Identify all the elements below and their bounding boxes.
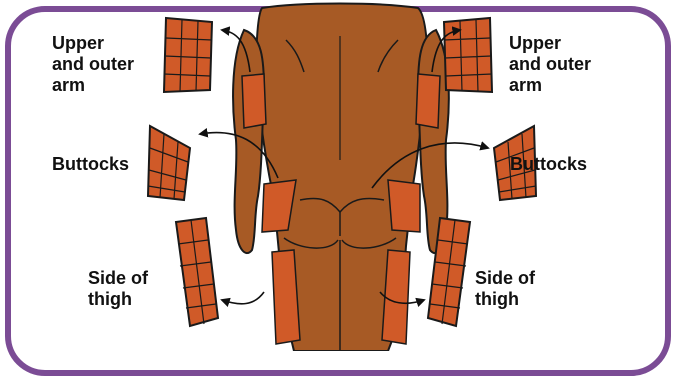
label-line: Side of (88, 268, 188, 289)
label-line: arm (509, 75, 629, 96)
label-buttocks-right: Buttocks (510, 154, 587, 175)
right-upper-arm-site (416, 74, 440, 128)
body-silhouette (233, 4, 449, 352)
injection-sites-diagram: Upper and outer arm Upper and outer arm … (0, 0, 684, 351)
label-buttocks-left: Buttocks (52, 154, 129, 175)
label-line: thigh (88, 289, 188, 310)
label-line: Upper (52, 33, 172, 54)
label-line: Upper (509, 33, 629, 54)
label-line: and outer (509, 54, 629, 75)
label-line: Side of (475, 268, 575, 289)
label-upper-arm-right: Upper and outer arm (509, 33, 629, 96)
label-thigh-left: Side of thigh (88, 268, 188, 310)
label-thigh-right: Side of thigh (475, 268, 575, 310)
label-line: arm (52, 75, 172, 96)
label-upper-arm-left: Upper and outer arm (52, 33, 172, 96)
patch-buttocks-left (148, 126, 190, 200)
patch-upper-arm-right (444, 18, 492, 92)
right-buttock-site (388, 180, 420, 232)
label-line: thigh (475, 289, 575, 310)
arrow-thigh-left (222, 292, 264, 304)
label-line: and outer (52, 54, 172, 75)
left-upper-arm-site (242, 74, 266, 128)
